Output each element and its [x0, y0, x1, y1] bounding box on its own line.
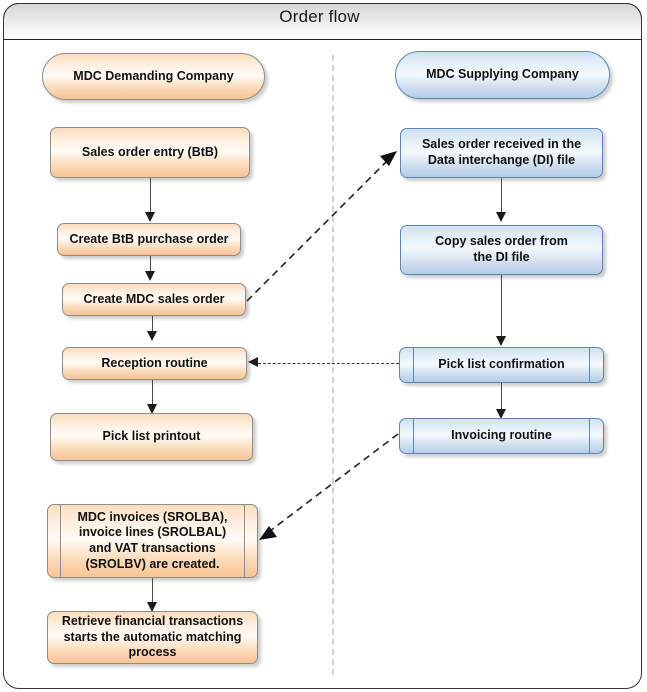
lane-header-demanding[interactable]: MDC Demanding Company: [42, 53, 265, 100]
edge-n3-n4: [150, 256, 151, 273]
node-create-btb-purchase-order[interactable]: Create BtB purchase order: [57, 223, 241, 256]
node-reception-routine-label: Reception routine: [101, 355, 208, 370]
node-copy-sales-order-line-1: Copy sales order from: [435, 234, 568, 249]
node-pick-list-confirmation[interactable]: Pick list confirmation: [399, 347, 604, 383]
lane-header-supplying[interactable]: MDC Supplying Company: [395, 51, 610, 99]
lane-header-demanding-label: MDC Demanding Company: [73, 68, 234, 83]
edge-n2-n3: [150, 178, 151, 214]
edge-n4-n5: [152, 316, 153, 333]
node-mdc-invoices-line-2: invoice lines (SROLBAL): [78, 525, 227, 540]
node-copy-sales-order-line-2: the DI file: [473, 250, 530, 264]
node-reception-routine[interactable]: Reception routine: [62, 347, 247, 380]
edge-n4-n5-arrowhead: [147, 331, 157, 341]
swimlane-divider: [332, 55, 334, 675]
node-copy-sales-order[interactable]: Copy sales order from the DI file: [400, 225, 603, 275]
node-mdc-invoices-line-1: MDC invoices (SROLBA),: [77, 509, 228, 524]
node-sales-order-entry[interactable]: Sales order entry (BtB): [50, 127, 250, 178]
edge-n5-n6: [152, 380, 153, 407]
node-invoicing-routine[interactable]: Invoicing routine: [399, 418, 604, 454]
diagram-frame: [3, 3, 642, 689]
node-mdc-invoices-line-3: and VAT transactions: [89, 541, 216, 555]
node-retrieve-financial-line-1: Retrieve financial transactions: [61, 613, 244, 628]
page-title: Order flow: [279, 7, 360, 26]
node-sales-order-entry-label: Sales order entry (BtB): [81, 144, 219, 159]
node-retrieve-financial-transactions[interactable]: Retrieve financial transactions starts t…: [47, 611, 258, 664]
node-pick-list-printout-label: Pick list printout: [102, 429, 201, 444]
node-create-mdc-sales-order[interactable]: Create MDC sales order: [62, 283, 246, 316]
node-sales-order-received-line-1: Sales order received in the: [421, 137, 582, 152]
edge-n11-n12-arrowhead: [496, 336, 506, 346]
node-create-mdc-sales-order-label: Create MDC sales order: [83, 291, 225, 306]
edge-n10-n11-arrowhead: [496, 212, 506, 222]
edge-n12-n5: [258, 363, 399, 364]
node-retrieve-financial-line-3: process: [128, 645, 177, 660]
diagram-title-bar: [3, 3, 642, 40]
lane-header-supplying-label: MDC Supplying Company: [426, 67, 579, 82]
edge-n12-n13: [501, 383, 502, 412]
node-invoicing-routine-label: Invoicing routine: [451, 428, 552, 443]
edge-n12-n13-arrowhead: [496, 409, 506, 419]
node-pick-list-printout[interactable]: Pick list printout: [50, 413, 253, 461]
edge-n7-n8-arrowhead: [147, 602, 157, 612]
edge-n12-n5-arrowhead: [248, 357, 258, 367]
node-sales-order-received[interactable]: Sales order received in the Data interch…: [400, 128, 603, 178]
edge-n10-n11: [501, 178, 502, 214]
node-create-btb-purchase-order-label: Create BtB purchase order: [69, 231, 229, 246]
node-sales-order-received-line-2: Data interchange (DI) file: [427, 153, 576, 167]
edge-n7-n8: [152, 578, 153, 605]
node-retrieve-financial-line-2: starts the automatic matching: [63, 629, 242, 644]
edge-n5-n6-arrowhead: [147, 404, 157, 414]
edge-n2-n3-arrowhead: [145, 212, 155, 222]
edge-n11-n12: [501, 275, 502, 338]
edge-n3-n4-arrowhead: [145, 271, 155, 281]
node-pick-list-confirmation-label: Pick list confirmation: [438, 357, 565, 372]
node-mdc-invoices-line-4: (SROLBV) are created.: [85, 556, 220, 571]
node-mdc-invoices-created[interactable]: MDC invoices (SROLBA), invoice lines (SR…: [47, 504, 258, 578]
